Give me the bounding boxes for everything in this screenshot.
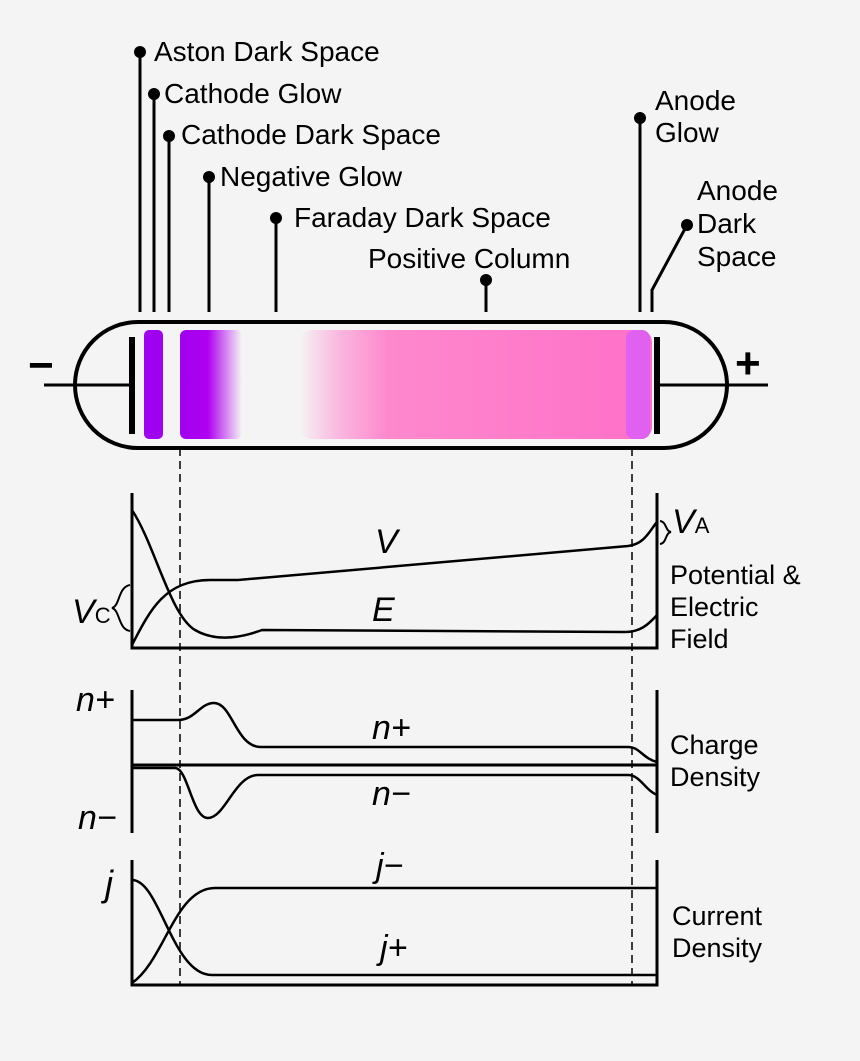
electron-current-curve <box>131 886 657 985</box>
charge-caption-line2: Density <box>670 762 761 792</box>
current-caption-line1: Current <box>672 901 763 931</box>
v-curve-label: V <box>375 523 398 561</box>
n-plus-curve-label: n+ <box>372 709 411 747</box>
cathode-minus-sign: − <box>28 341 54 390</box>
va-brace <box>659 520 672 545</box>
j-plus-curve-label: j+ <box>380 929 408 967</box>
label-negative-glow: Negative Glow <box>220 161 403 192</box>
charge-caption-line1: Charge <box>670 730 759 760</box>
current-caption-line2: Density <box>672 933 763 963</box>
j-axis-label: j <box>105 863 113 904</box>
potential-caption-line2: Electric <box>670 592 759 622</box>
anode-dark-leader <box>650 224 689 312</box>
n-minus-curve-label: n− <box>372 775 411 813</box>
label-anode-glow-line2: Glow <box>655 117 719 148</box>
va-label: VA <box>672 503 710 541</box>
j-minus-curve-label: j− <box>376 847 404 885</box>
n-plus-axis-label: n+ <box>76 681 115 719</box>
label-anode-dark-space-line3: Space <box>697 241 777 272</box>
field-curve-e <box>130 509 658 639</box>
positive-charge-curve <box>132 701 658 764</box>
label-anode-dark-space-line2: Dark <box>697 208 757 239</box>
potential-panel-frame <box>130 493 659 650</box>
label-positive-column: Positive Column <box>368 243 571 274</box>
current-panel-frame <box>130 860 659 987</box>
cathode-glow-band <box>144 330 163 439</box>
e-curve-label: E <box>372 591 395 629</box>
potential-curve-v <box>130 521 658 646</box>
negative-glow-band <box>180 330 242 439</box>
potential-caption-line3: Field <box>670 624 729 654</box>
leader-dots <box>134 46 693 286</box>
potential-caption-line1: Potential & <box>670 560 801 590</box>
label-cathode-dark-space: Cathode Dark Space <box>181 119 441 150</box>
negative-charge-curve <box>132 766 658 820</box>
label-cathode-glow: Cathode Glow <box>164 78 342 109</box>
anode-glow-band <box>626 330 650 439</box>
ion-current-curve <box>131 878 657 977</box>
vc-brace <box>111 584 131 632</box>
anode-plus-sign: + <box>735 339 761 388</box>
label-aston-dark-space: Aston Dark Space <box>154 36 380 67</box>
n-minus-axis-label: n− <box>78 799 117 837</box>
vc-label: VC <box>72 593 111 631</box>
label-anode-glow-line1: Anode <box>655 85 736 116</box>
positive-column-band <box>300 330 652 439</box>
label-faraday-dark-space: Faraday Dark Space <box>294 202 551 233</box>
label-anode-dark-space-line1: Anode <box>697 175 778 206</box>
